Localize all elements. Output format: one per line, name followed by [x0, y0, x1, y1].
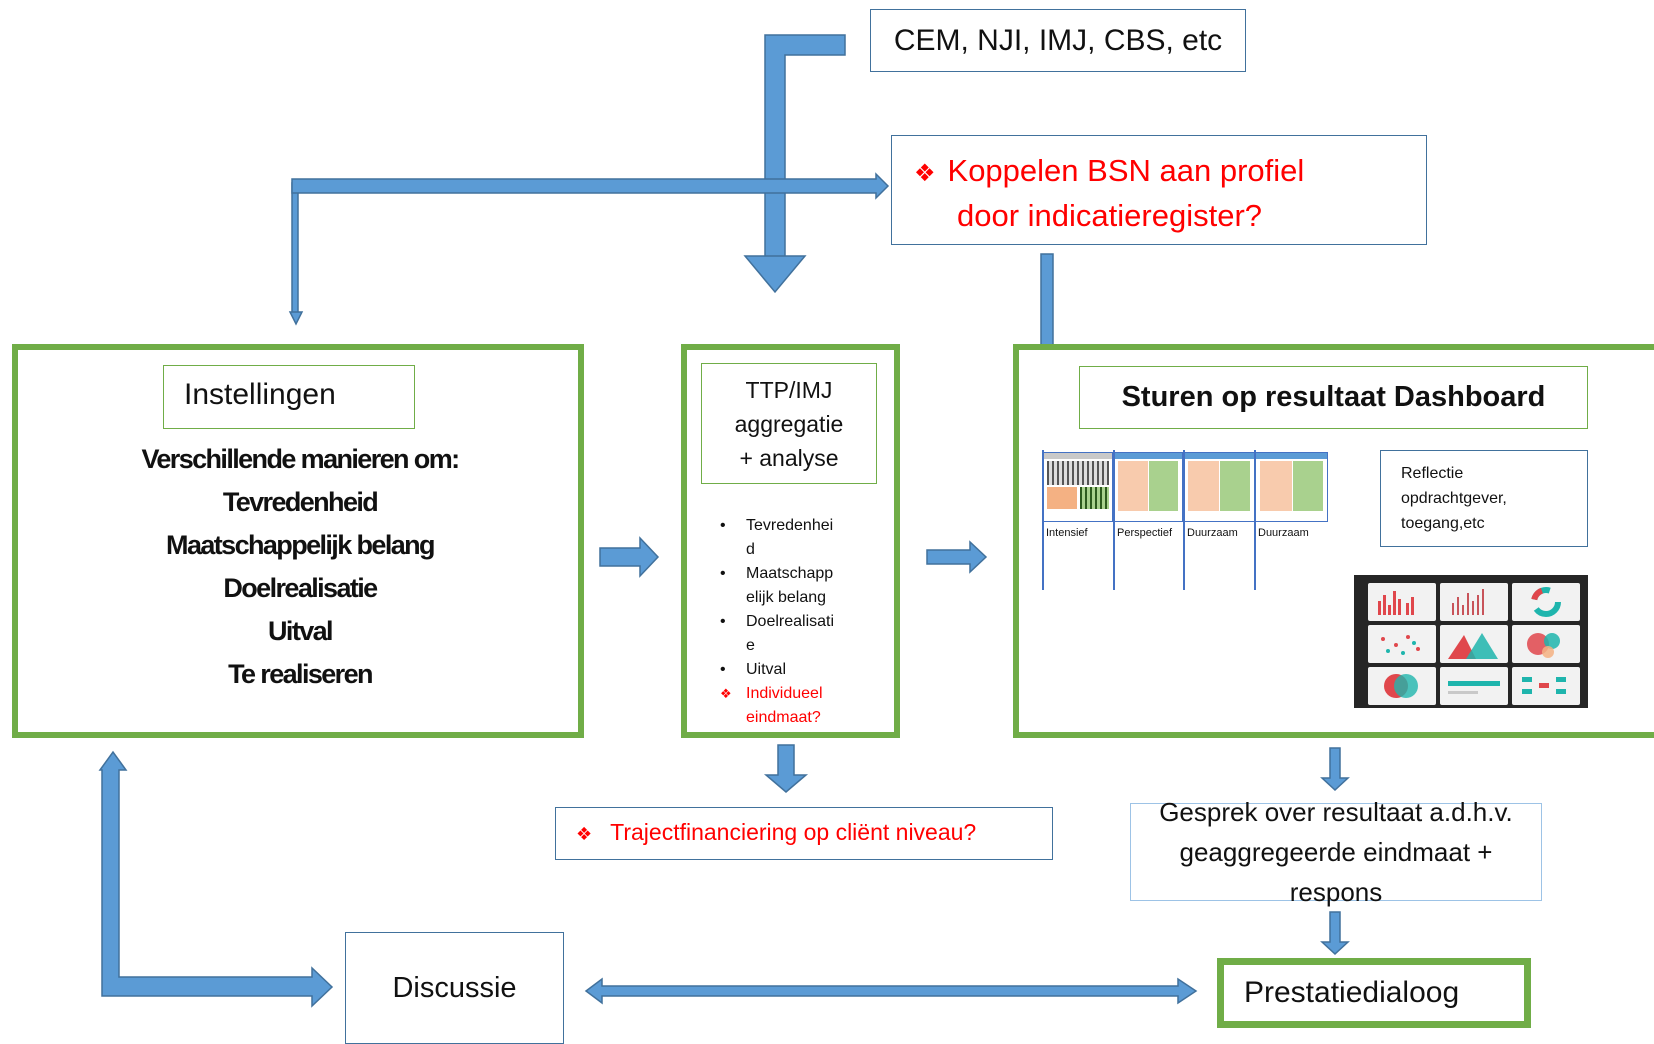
dashboard-image: [1354, 575, 1588, 708]
chart-tile: [1368, 583, 1436, 621]
instellingen-lines: Verschillende manieren om: Tevredenheid …: [90, 438, 510, 696]
chart-tile: [1512, 625, 1580, 663]
thumbnail-divider: [1254, 450, 1256, 590]
arrow-ttp-to-traject: [763, 744, 809, 793]
arrow-discussie-prestatie: [584, 977, 1198, 1005]
arrow-dashboard-to-gesprek: [1320, 747, 1350, 792]
gesprek-line: Gesprek over resultaat a.d.h.v.: [1159, 797, 1513, 827]
ttp-title-line: aggregatie: [734, 410, 844, 437]
thumbnail-label: Perspectief: [1117, 527, 1173, 539]
ttp-title-line: + analyse: [739, 444, 839, 471]
instellingen-line: Uitval: [268, 616, 334, 646]
dashboard-title: Sturen op resultaat Dashboard: [1121, 381, 1546, 413]
list-item: •Uitval: [720, 661, 787, 678]
diamond-bullet-icon: ❖: [576, 824, 593, 844]
thumbnail-label: Duurzaam: [1187, 527, 1238, 539]
koppelen-line-1: ❖Koppelen BSN aan profiel: [914, 153, 1305, 188]
chart-tile: [1512, 583, 1580, 621]
dashboard-thumbnail: [1113, 452, 1183, 522]
reflectie-box: Reflectie opdrachtgever, toegang,etc: [1380, 450, 1588, 547]
chart-tile: [1368, 625, 1436, 663]
ttp-title-box: TTP/IMJ aggregatie + analyse: [701, 363, 877, 484]
dashboard-title-box: Sturen op resultaat Dashboard: [1079, 366, 1588, 429]
dashboard-thumbnail: [1043, 452, 1113, 522]
prestatiedialoog-label: Prestatiedialoog: [1244, 976, 1460, 1009]
thumbnail-label: Intensief: [1046, 527, 1088, 539]
instellingen-line: Tevredenheid: [222, 487, 379, 517]
arrow-instellingen-discussie: [98, 750, 334, 1008]
arrow-gesprek-to-prestatie: [1320, 911, 1350, 956]
instellingen-line: Doelrealisatie: [223, 573, 378, 603]
instellingen-line: Maatschappelijk belang: [166, 530, 436, 560]
koppelen-box: ❖Koppelen BSN aan profiel door indicatie…: [891, 135, 1427, 245]
chart-tile: [1440, 667, 1508, 705]
reflectie-line: toegang,etc: [1401, 515, 1485, 532]
dashboard-thumbnail: [1183, 452, 1255, 522]
chart-tile: [1440, 583, 1508, 621]
arrow-sources-to-ttp: [743, 34, 846, 294]
arrow-into-koppelen: [291, 172, 890, 200]
reflectie-line: Reflectie: [1401, 465, 1464, 482]
prestatiedialoog-box: Prestatiedialoog: [1217, 958, 1531, 1028]
diamond-bullet-icon: ❖: [720, 686, 732, 701]
ttp-title-line: TTP/IMJ: [745, 376, 833, 403]
thumbnail-label: Duurzaam: [1258, 527, 1309, 539]
thumbnail-divider: [1183, 450, 1185, 590]
gesprek-line: geaggregeerde eindmaat + respons: [1179, 837, 1493, 907]
thumbnail-divider: [1042, 450, 1044, 590]
arrow-to-instellingen: [288, 182, 881, 326]
diamond-bullet-icon: ❖: [914, 160, 936, 187]
discussie-box: Discussie: [345, 932, 564, 1044]
discussie-label: Discussie: [392, 971, 517, 1004]
reflectie-line: opdrachtgever,: [1401, 490, 1507, 507]
arrow-instellingen-to-ttp: [599, 536, 660, 578]
instellingen-line: Te realiseren: [228, 659, 373, 689]
thumbnail-divider: [1113, 450, 1115, 590]
gesprek-box: Gesprek over resultaat a.d.h.v. geaggreg…: [1130, 797, 1542, 907]
chart-tile: [1512, 667, 1580, 705]
chart-tile: [1440, 625, 1508, 663]
chart-tile: [1368, 667, 1436, 705]
koppelen-line-2: door indicatieregister?: [957, 198, 1263, 233]
instellingen-line: Verschillende manieren om:: [141, 444, 460, 474]
sources-box: CEM, NJI, IMJ, CBS, etc: [870, 9, 1246, 72]
dashboard-thumbnail: [1255, 452, 1328, 522]
sources-label: CEM, NJI, IMJ, CBS, etc: [893, 23, 1223, 57]
arrow-ttp-to-dashboard: [926, 540, 988, 574]
instellingen-title: Instellingen: [184, 378, 336, 411]
trajectfinanciering-label: Trajectfinanciering op cliënt niveau?: [610, 819, 977, 845]
trajectfinanciering-box: ❖ Trajectfinanciering op cliënt niveau?: [555, 807, 1053, 860]
instellingen-title-box: Instellingen: [163, 365, 415, 429]
